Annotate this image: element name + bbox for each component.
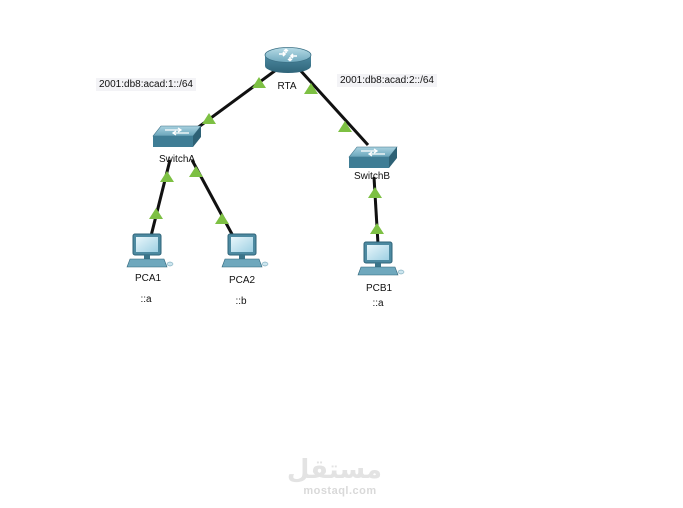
network-label-right: 2001:db8:acad:2::/64 (337, 74, 437, 87)
link-up-indicator (215, 213, 229, 224)
pc-b1-icon[interactable] (357, 241, 405, 276)
switch-a-icon[interactable] (152, 125, 202, 147)
pc-a2-label: PCA2 (228, 275, 256, 286)
pc-a1-address: ::a (140, 294, 152, 305)
link-rta-switchb[interactable] (298, 68, 370, 147)
pc-a1-icon[interactable] (126, 233, 174, 268)
link-up-indicator (370, 223, 384, 234)
link-up-indicator (252, 77, 266, 88)
link-up-indicator (202, 113, 216, 124)
pc-a2-address: ::b (235, 296, 247, 307)
link-up-indicator (160, 171, 174, 182)
pc-a2-icon[interactable] (221, 233, 269, 268)
pc-b1-label: PCB1 (365, 283, 393, 294)
link-up-indicator (149, 208, 163, 219)
switch-a-label: SwitchA (158, 154, 196, 165)
link-up-indicator (338, 121, 352, 132)
router-label: RTA (277, 81, 297, 92)
link-up-indicator (368, 187, 382, 198)
watermark-arabic: مستقل (286, 455, 382, 485)
switch-b-icon[interactable] (348, 146, 398, 168)
network-label-left: 2001:db8:acad:1::/64 (96, 78, 196, 91)
link-status-indicators (149, 77, 384, 234)
link-up-indicator (189, 166, 203, 177)
pc-b1-address: ::a (372, 298, 384, 309)
watermark-latin: mostaql.com (303, 485, 377, 497)
router-icon[interactable] (264, 47, 312, 74)
switch-b-label: SwitchB (353, 171, 391, 182)
pc-a1-label: PCA1 (134, 273, 162, 284)
link-up-indicator (304, 83, 318, 94)
